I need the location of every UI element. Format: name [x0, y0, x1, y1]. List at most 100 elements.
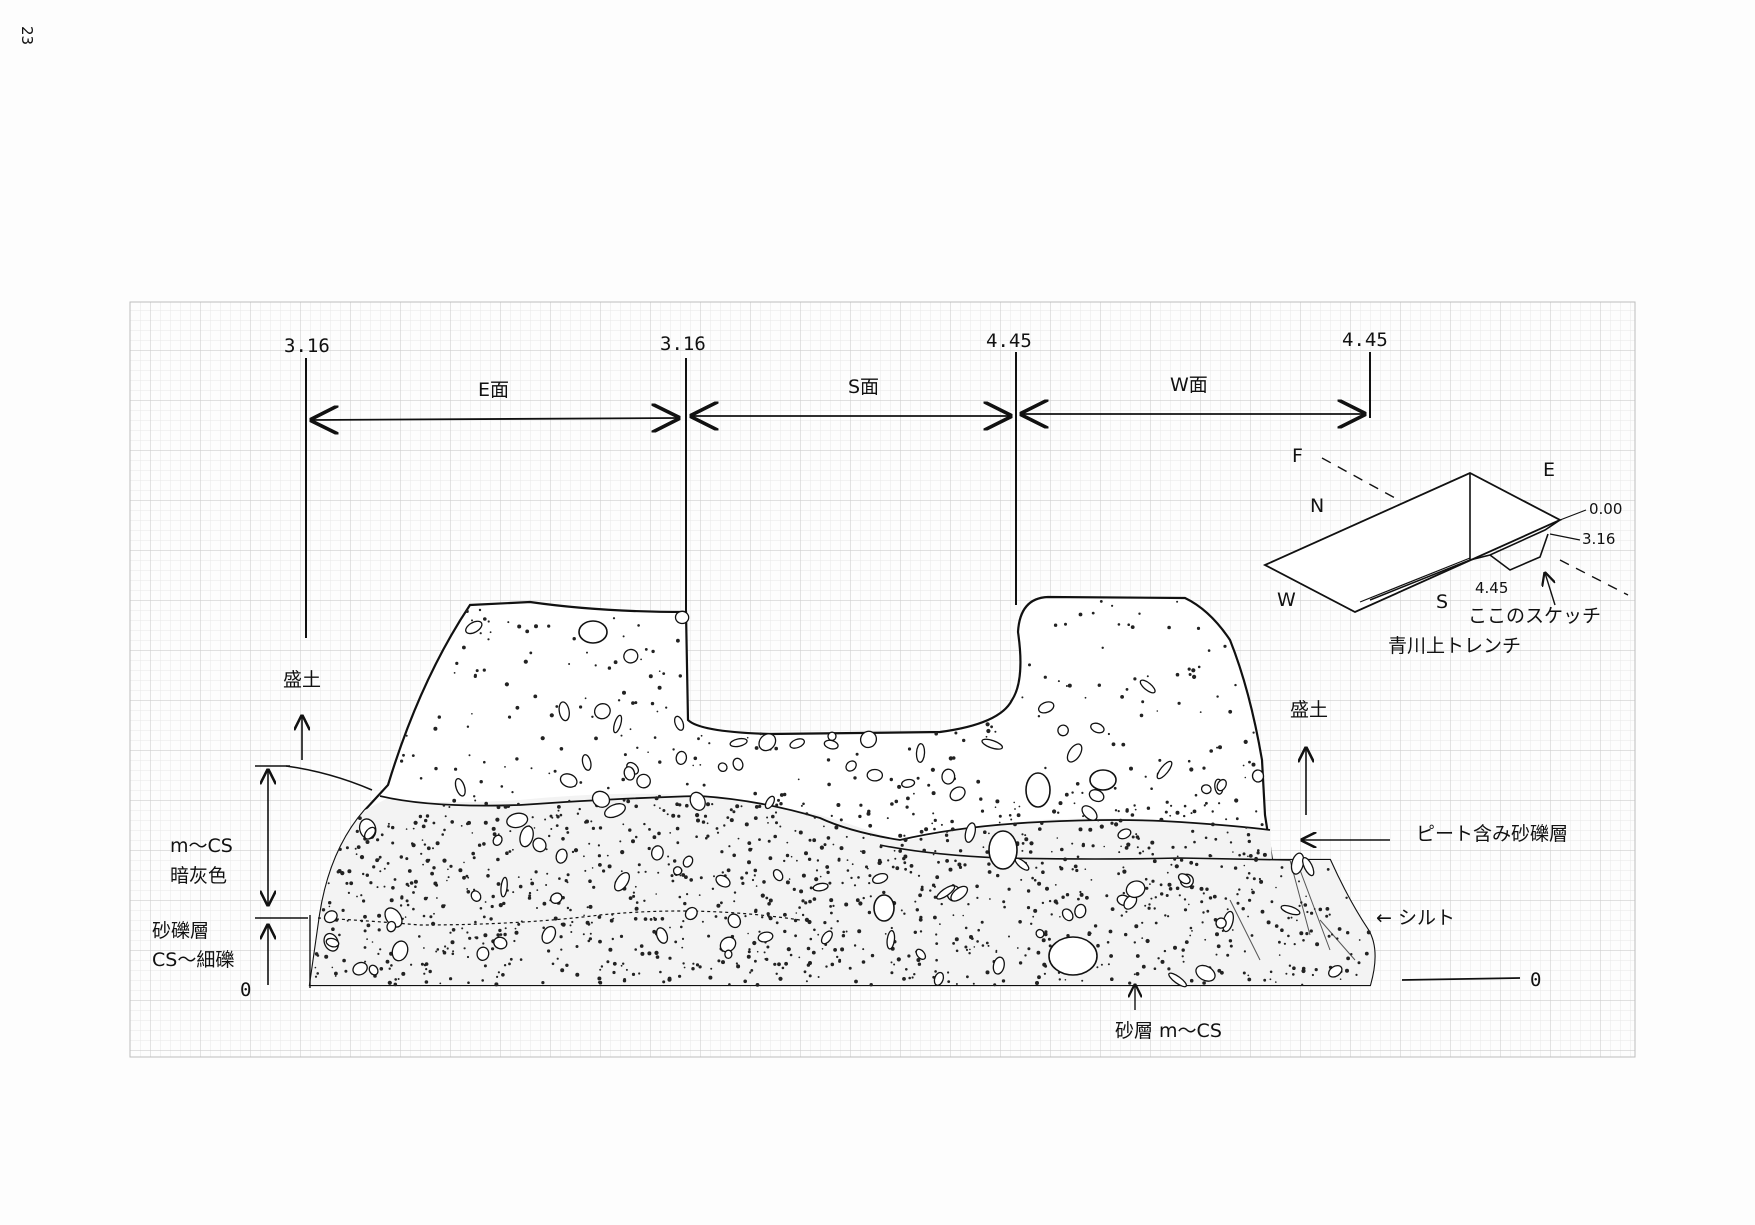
stipple-dot	[1183, 804, 1187, 808]
marker-labels: 3.16 3.16 4.45 4.45	[284, 329, 1388, 357]
stipple-dot	[400, 896, 404, 900]
stipple-dot	[363, 914, 367, 919]
stipple-dot	[1082, 815, 1085, 818]
stipple-dot	[598, 826, 603, 830]
stipple-dot	[379, 870, 382, 873]
stipple-dot	[652, 929, 657, 934]
stipple-dot	[965, 948, 969, 952]
stipple-dot	[906, 796, 910, 801]
stipple-dot	[598, 939, 602, 944]
stipple-dot	[444, 945, 447, 948]
stipple-dot	[760, 893, 765, 898]
stipple-dot	[428, 969, 432, 974]
stipple-dot	[795, 912, 798, 914]
stipple-dot	[1218, 745, 1222, 750]
stipple-dot	[964, 926, 968, 930]
stipple-dot	[450, 820, 455, 824]
stipple-dot	[1345, 896, 1348, 899]
stipple-dot	[450, 940, 455, 945]
stipple-dot	[1203, 804, 1206, 807]
stipple-dot	[1131, 835, 1135, 839]
stipple-dot	[441, 904, 446, 909]
stipple-dot	[1141, 964, 1146, 969]
stipple-dot	[848, 966, 852, 970]
stipple-dot	[994, 730, 997, 733]
stipple-dot	[685, 803, 689, 808]
stipple-dot	[1040, 821, 1044, 825]
stipple-dot	[409, 881, 414, 885]
stipple-dot	[387, 980, 392, 985]
sand-layer-label: 砂層 m〜CS	[1115, 1020, 1222, 1042]
stipple-dot	[482, 842, 486, 846]
stipple-dot	[803, 970, 807, 974]
stipple-dot	[931, 883, 936, 887]
stipple-dot	[551, 962, 555, 966]
stipple-dot	[1136, 846, 1139, 849]
stipple-dot	[958, 865, 963, 870]
stipple-dot	[433, 912, 435, 915]
inset-dir-f: F	[1292, 445, 1303, 467]
stipple-dot	[379, 948, 382, 951]
inset-dir-e: E	[1543, 459, 1555, 481]
stipple-dot	[933, 915, 937, 920]
stipple-dot	[423, 947, 425, 949]
stipple-dot	[655, 893, 657, 895]
stipple-dot	[607, 864, 612, 869]
stipple-dot	[747, 841, 752, 845]
stipple-dot	[324, 954, 329, 959]
stipple-dot	[1165, 894, 1169, 897]
stipple-dot	[1044, 766, 1047, 770]
stipple-dot	[724, 916, 728, 920]
stipple-dot	[1153, 907, 1156, 910]
stipple-dot	[354, 847, 357, 850]
stipple-dot	[1355, 973, 1358, 977]
stipple-dot	[474, 799, 477, 802]
stipple-dot	[512, 848, 514, 851]
stipple-dot	[566, 906, 570, 910]
stipple-dot	[729, 818, 734, 823]
stipple-dot	[1138, 851, 1142, 855]
stipple-dot	[1243, 864, 1246, 867]
stipple-dot	[1154, 921, 1158, 925]
stipple-dot	[484, 901, 487, 903]
stipple-dot	[515, 705, 520, 710]
stipple-dot	[385, 959, 390, 964]
stipple-dot	[1021, 849, 1024, 852]
stipple-dot	[1064, 622, 1067, 626]
stipple-dot	[657, 685, 662, 690]
stipple-dot	[518, 884, 523, 889]
stipple-dot	[620, 734, 623, 737]
stipple-dot	[451, 952, 455, 956]
stipple-dot	[1016, 813, 1021, 818]
stipple-dot	[471, 619, 473, 622]
face-label-east: E面	[478, 379, 509, 401]
stipple-dot	[560, 948, 563, 951]
stipple-dot	[1212, 894, 1217, 899]
stipple-dot	[768, 856, 773, 861]
stipple-dot	[786, 841, 789, 844]
stipple-dot	[918, 917, 923, 922]
stipple-dot	[1184, 940, 1189, 944]
stipple-dot	[501, 973, 505, 977]
pebble	[789, 738, 806, 749]
stipple-dot	[665, 706, 668, 709]
stipple-dot	[662, 809, 666, 812]
stipple-dot	[508, 962, 511, 966]
stipple-dot	[540, 736, 545, 741]
stipple-dot	[1331, 933, 1334, 936]
stipple-dot	[650, 701, 655, 706]
stipple-dot	[686, 893, 689, 896]
stipple-dot	[1133, 677, 1137, 681]
stipple-dot	[634, 885, 637, 888]
stipple-dot	[1150, 897, 1153, 900]
stipple-dot	[613, 660, 618, 665]
stipple-dot	[338, 847, 342, 852]
silt-zone-lines	[1229, 859, 1356, 961]
pebble	[941, 768, 956, 785]
stipple-dot	[1250, 934, 1254, 937]
stipple-dot	[1243, 739, 1248, 745]
stipple-dot	[678, 674, 682, 678]
stipple-dot	[386, 862, 390, 865]
pebble	[757, 931, 774, 943]
stipple-dot	[1145, 938, 1150, 944]
